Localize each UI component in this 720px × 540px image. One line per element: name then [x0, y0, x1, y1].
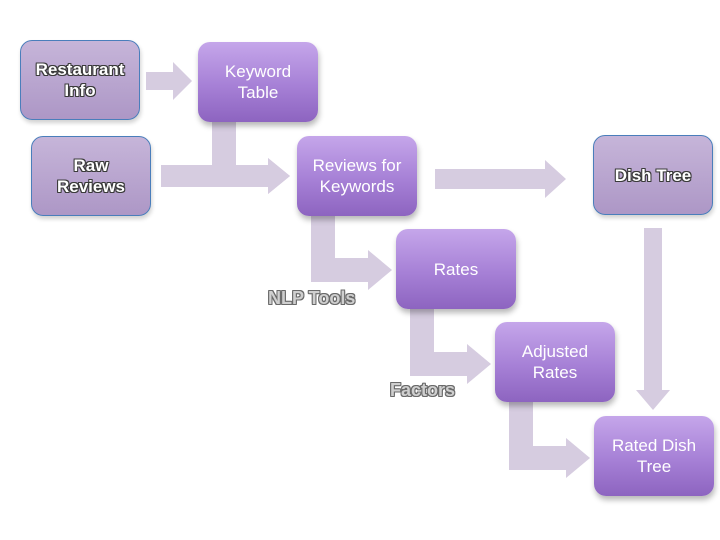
dish-tree-label: Dish Tree: [614, 165, 692, 185]
arrow-reviews-to-dishtree: [435, 160, 566, 198]
adjusted-rates-label: Adjusted Rates: [521, 342, 589, 382]
dish-tree-node: Dish Tree: [593, 135, 713, 215]
keyword-table-label: Keyword Table: [224, 62, 292, 102]
reviews-for-keywords-node: Reviews for Keywords: [297, 136, 417, 216]
restaurant-info-node: Restaurant Info: [20, 40, 140, 120]
nlp-tools-label: NLP Tools: [268, 288, 356, 308]
restaurant-info-label: Restaurant Info: [35, 60, 125, 100]
arrow-dishtree-to-rated: [636, 228, 670, 410]
keyword-table-node: Keyword Table: [198, 42, 318, 122]
arrow-adjusted-to-rated: [509, 400, 590, 478]
factors-label: Factors: [390, 380, 456, 400]
adjusted-rates-node: Adjusted Rates: [495, 322, 615, 402]
raw-reviews-label: Raw Reviews: [56, 156, 126, 196]
arrow-keyword-to-reviews: [212, 118, 290, 194]
rated-dish-tree-node: Rated Dish Tree: [594, 416, 714, 496]
arrow-restaurant-to-keyword: [146, 62, 192, 100]
rated-dish-tree-label: Rated Dish Tree: [611, 436, 697, 476]
rates-node: Rates: [396, 229, 516, 309]
arrow-rates-to-adjusted: [410, 306, 491, 384]
raw-reviews-node: Raw Reviews: [31, 136, 151, 216]
reviews-for-keywords-label: Reviews for Keywords: [312, 156, 402, 196]
rates-label: Rates: [433, 259, 479, 279]
arrow-reviews-to-rates: [311, 212, 392, 290]
